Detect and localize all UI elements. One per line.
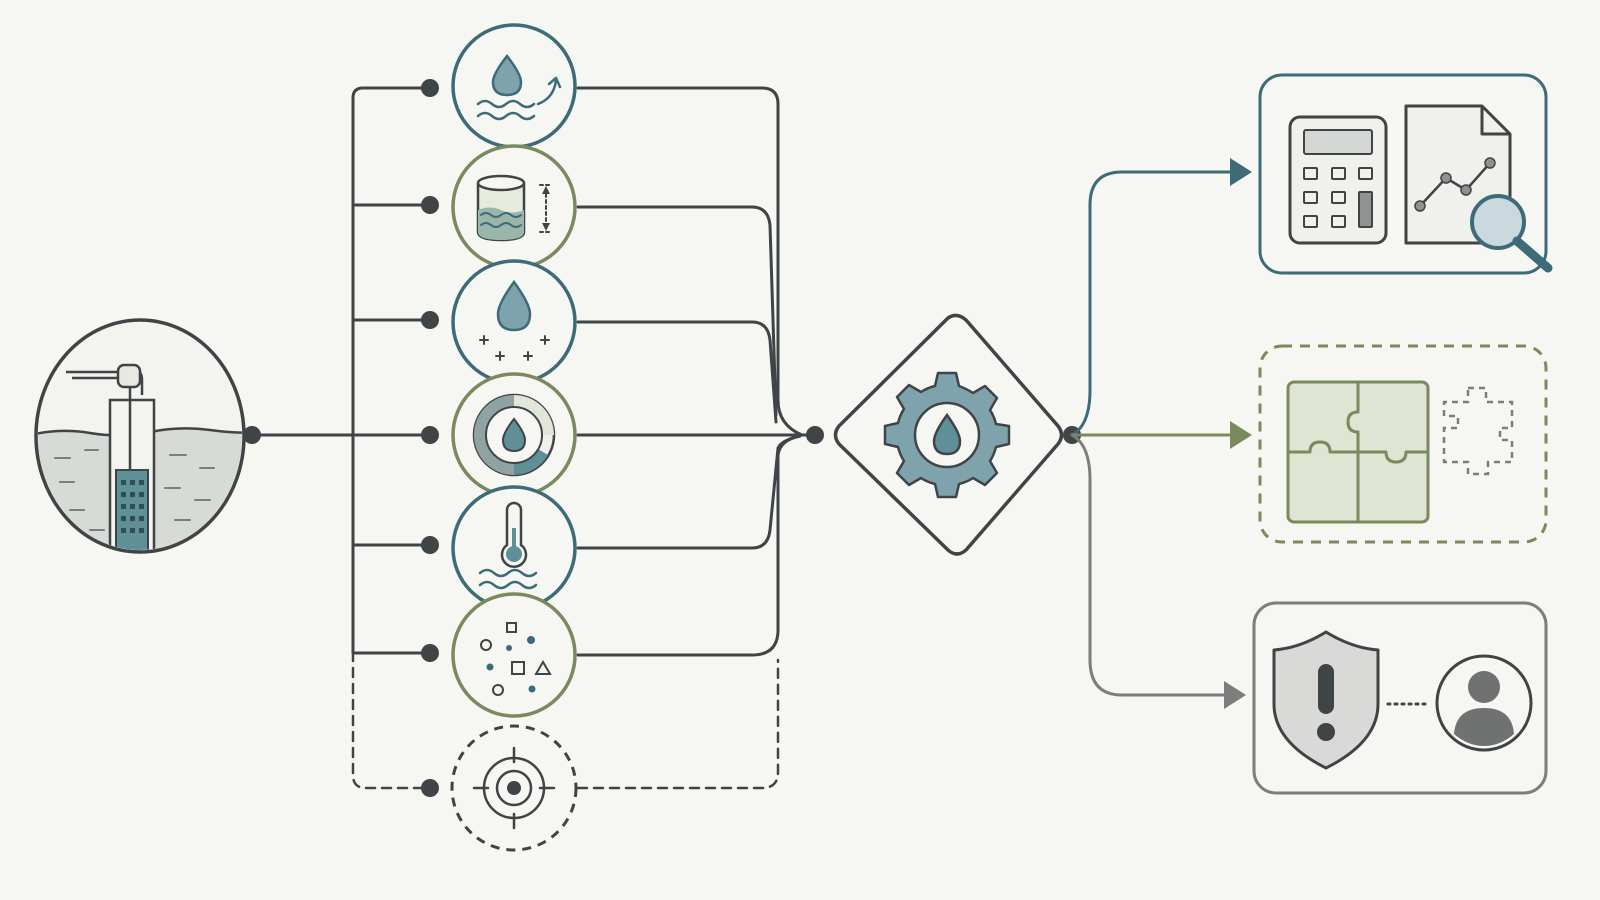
arrow-head-teal [1230, 158, 1252, 186]
merge-3 [576, 320, 778, 424]
output-connector-gray [1070, 433, 1226, 697]
arrow-head-olive [1230, 421, 1252, 449]
measurement-node-1 [451, 23, 577, 149]
water-drop-wave-icon [476, 53, 562, 121]
output-node-analysis [1258, 73, 1553, 275]
junction-6 [421, 644, 439, 662]
water-drop-sparkle-icon [479, 279, 550, 361]
merge-1 [576, 86, 817, 437]
merge-7-dashed [576, 658, 780, 790]
arrow-head-gray [1224, 681, 1246, 709]
user-icon [1435, 654, 1533, 752]
missing-puzzle-piece-icon [1442, 386, 1514, 476]
measurement-node-7 [450, 724, 578, 852]
processor-node [833, 313, 1064, 556]
junction-4 [421, 426, 439, 444]
junction-1 [421, 79, 439, 97]
left-bus-dashed [351, 650, 432, 790]
measurement-node-5 [451, 485, 577, 611]
junction-5 [421, 536, 439, 554]
measurement-nodes [450, 23, 578, 852]
junction-source [243, 426, 261, 444]
water-tank-level-icon [476, 174, 553, 242]
left-bus [351, 86, 365, 654]
magnifier-icon [1470, 194, 1553, 273]
junction-merge [806, 426, 824, 444]
measurement-node-3 [451, 259, 577, 385]
particles-icon [480, 622, 552, 696]
thermometer-water-icon [478, 501, 538, 590]
output-node-integration [1258, 344, 1548, 544]
measurement-node-6 [451, 592, 577, 718]
junction-2 [421, 196, 439, 214]
measurement-node-2 [451, 144, 577, 270]
merge-5 [576, 434, 802, 550]
junction-3 [421, 311, 439, 329]
output-node-alert [1252, 601, 1548, 795]
connectors [243, 79, 1252, 797]
gear-drop-icon [883, 371, 1011, 499]
junction-7 [421, 779, 439, 797]
merge-6 [576, 434, 802, 657]
drop-gauge-icon [472, 393, 556, 477]
warning-shield-icon [1272, 630, 1380, 770]
puzzle-icon [1286, 380, 1430, 524]
calculator-icon [1288, 115, 1388, 245]
source-well-node [34, 318, 246, 554]
target-icon [472, 746, 556, 830]
measurement-node-4 [451, 372, 577, 498]
output-connector-teal [1070, 170, 1232, 437]
merge-2 [576, 205, 778, 417]
